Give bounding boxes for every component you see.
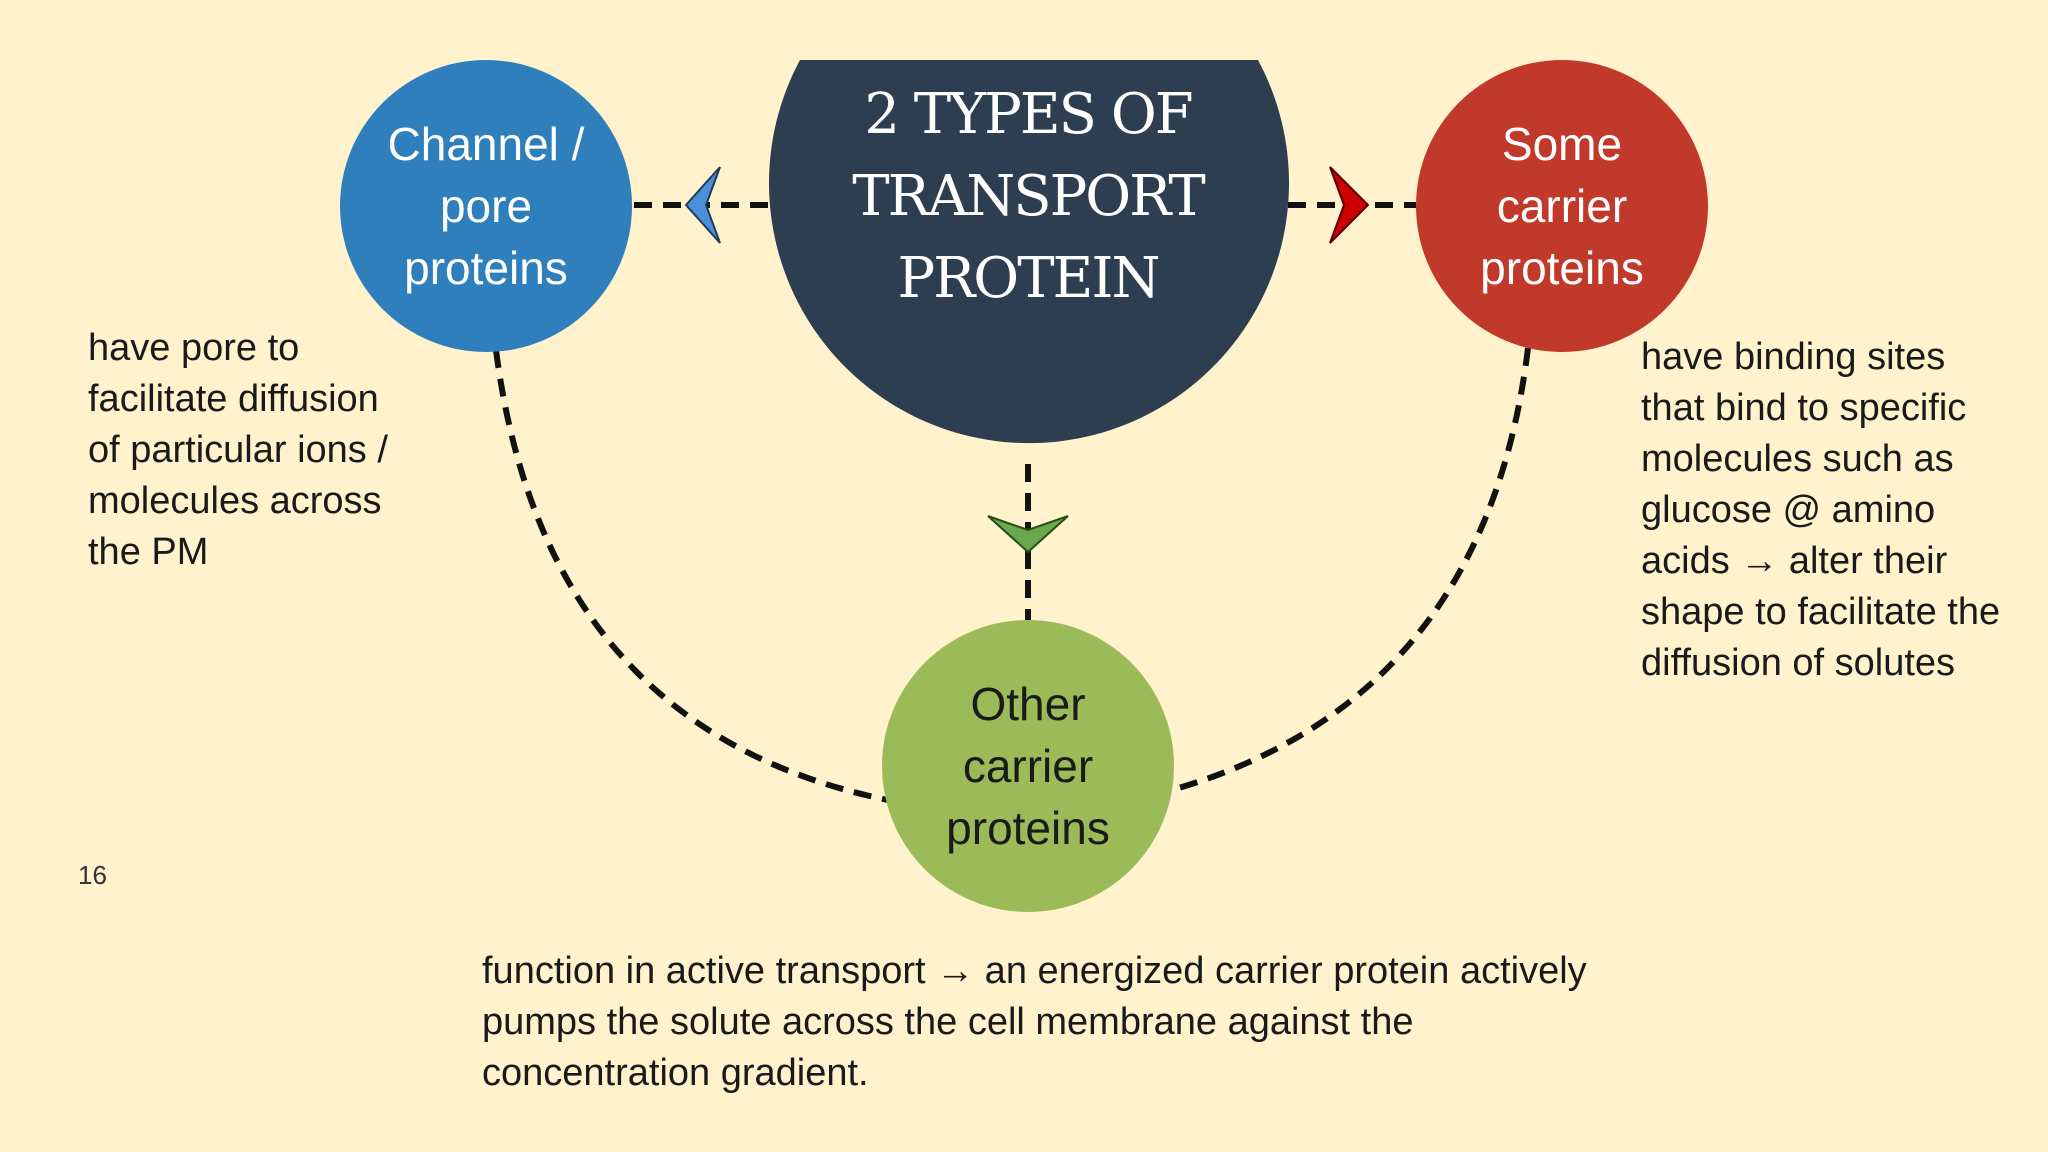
description-some-carrier: have binding sites that bind to specific… bbox=[1641, 336, 2001, 684]
node-some-carrier-proteins: Some carrier proteins bbox=[1416, 60, 1708, 352]
node-channel-pore-proteins: Channel / pore proteins bbox=[340, 60, 632, 352]
center-node-label: 2 TYPES OF TRANSPORT PROTEIN bbox=[852, 82, 1205, 311]
center-node: 2 TYPES OF TRANSPORT PROTEIN bbox=[768, 60, 1288, 464]
node-other-carrier-label: Other carrier proteins bbox=[946, 678, 1110, 854]
arc-some-carrier-to-other-carrier bbox=[1171, 347, 1531, 793]
node-channel-label: Channel / pore proteins bbox=[387, 118, 585, 294]
arrow-head-some-carrier bbox=[1329, 166, 1370, 244]
description-channel: have pore to facilitate diffusion of par… bbox=[88, 327, 388, 573]
slide-number: 16 bbox=[78, 860, 107, 890]
node-other-carrier-proteins: Other carrier proteins bbox=[882, 620, 1174, 912]
center-shape bbox=[768, 60, 1290, 444]
arrow-head-channel bbox=[684, 166, 721, 244]
node-some-carrier-label: Some carrier proteins bbox=[1480, 118, 1644, 294]
description-other-carrier: function in active transport → an energi… bbox=[482, 950, 1587, 1094]
arc-channel-to-other-carrier bbox=[493, 349, 889, 803]
arrow-head-other-carrier bbox=[987, 515, 1069, 554]
